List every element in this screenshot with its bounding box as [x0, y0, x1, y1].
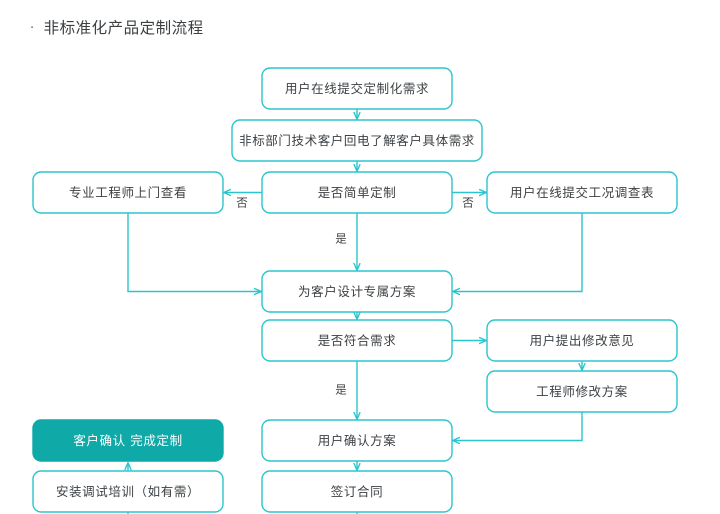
- node-n10[interactable]: 用户确认方案: [261, 419, 453, 462]
- node-n6[interactable]: 为客户设计专属方案: [261, 270, 453, 313]
- node-n3-decision[interactable]: 是否简单定制: [261, 171, 453, 214]
- node-box-n5: [486, 171, 678, 214]
- node-box-n1: [261, 67, 453, 110]
- node-label-n5: 用户在线提交工况调查表: [510, 185, 654, 200]
- node-label-n8: 用户提出修改意见: [530, 333, 635, 348]
- node-n8[interactable]: 用户提出修改意见: [486, 319, 678, 362]
- node-label-n11: 签订合同: [331, 484, 383, 499]
- node-n12-highlight[interactable]: 客户确认 完成定制: [32, 419, 224, 462]
- node-box-n11: [261, 470, 453, 513]
- node-label-n3: 是否简单定制: [318, 185, 397, 200]
- node-box-n3: [261, 171, 453, 214]
- node-n2[interactable]: 非标部门技术客户回电了解客户具体需求: [231, 119, 483, 162]
- node-box-n4: [32, 171, 224, 214]
- edge-label-yes-match: 是: [335, 383, 347, 397]
- node-box-n7: [261, 319, 453, 362]
- node-box-n10: [261, 419, 453, 462]
- page-title: · 非标准化产品定制流程: [30, 16, 204, 38]
- node-label-n2: 非标部门技术客户回电了解客户具体需求: [239, 133, 475, 148]
- connector-layer: [128, 109, 582, 514]
- edge-n4-n6: [127, 213, 261, 292]
- node-label-n7: 是否符合需求: [318, 333, 397, 348]
- edge-label-yes-simple: 是: [335, 232, 347, 246]
- node-n1[interactable]: 用户在线提交定制化需求: [261, 67, 453, 110]
- edge-n9-n10: [453, 412, 583, 441]
- node-label-n13: 安装调试培训（如有需）: [56, 484, 200, 499]
- edge-label-no-left: 否: [236, 196, 248, 210]
- node-n13[interactable]: 安装调试培训（如有需）: [32, 470, 224, 513]
- node-box-n2: [231, 119, 483, 162]
- node-label-n9: 工程师修改方案: [536, 384, 628, 399]
- bullet-glyph: ·: [30, 21, 35, 36]
- node-label-n4: 专业工程师上门查看: [69, 185, 187, 200]
- node-n4[interactable]: 专业工程师上门查看: [32, 171, 224, 214]
- edge-n5-n6: [453, 213, 583, 292]
- node-n9[interactable]: 工程师修改方案: [486, 370, 678, 413]
- node-label-n1: 用户在线提交定制化需求: [285, 81, 429, 96]
- node-box-n12: [32, 419, 224, 462]
- node-n7-decision[interactable]: 是否符合需求: [261, 319, 453, 362]
- node-label-n6: 为客户设计专属方案: [298, 284, 416, 299]
- node-box-n9: [486, 370, 678, 413]
- edge-label-no-right: 否: [462, 196, 474, 210]
- node-box-n6: [261, 270, 453, 313]
- page-title-text: 非标准化产品定制流程: [43, 19, 204, 37]
- node-n5[interactable]: 用户在线提交工况调查表: [486, 171, 678, 214]
- node-box-n13: [32, 470, 224, 513]
- node-label-n12: 客户确认 完成定制: [73, 433, 182, 448]
- node-n11[interactable]: 签订合同: [261, 470, 453, 513]
- edge-label-layer: 否 否 是 是: [236, 196, 474, 397]
- node-box-n8: [486, 319, 678, 362]
- node-label-n10: 用户确认方案: [318, 433, 397, 448]
